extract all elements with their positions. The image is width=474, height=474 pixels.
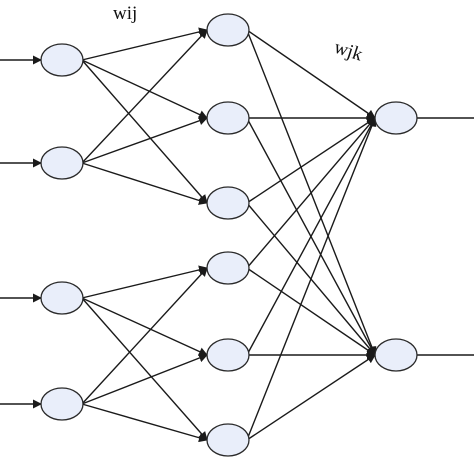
hidden-neuron-1 [206,13,250,47]
edge-h5-o1 [246,117,376,356]
edge-h1-o1 [246,29,376,119]
edge-i2-h3 [81,162,208,205]
edge-i3-h5 [81,297,208,356]
edge-i1-h3 [81,59,208,204]
edge-h6-o1 [246,117,377,441]
input-neuron-3 [40,281,84,315]
edge-h3-o1 [246,117,376,204]
input-neuron-4 [40,387,84,421]
input-neuron-2 [40,146,84,180]
neurons-layer [40,13,418,457]
edge-i4-h5 [81,353,208,405]
hidden-neuron-4 [206,251,250,285]
edge-h4-o2 [246,267,376,356]
input-neuron-1 [40,43,84,77]
edge-h4-o1 [246,117,376,269]
edge-i2-h1 [81,29,208,164]
hidden-neuron-2 [206,101,250,135]
edge-i2-h2 [81,116,208,164]
connections-layer [0,27,474,443]
edge-i4-h4 [81,267,208,405]
edge-i1-h1 [81,27,208,61]
hidden-neuron-5 [206,338,250,372]
hidden-neuron-6 [206,423,250,457]
edge-i3-h4 [81,265,208,299]
edge-i3-h6 [81,297,208,441]
hidden-neuron-3 [206,186,250,220]
output-neuron-2 [374,338,418,372]
weight-label-ij: wij [113,3,137,24]
weight-label-jk: wjk [331,37,365,66]
edge-h6-o2 [246,354,376,441]
edge-i4-h6 [81,403,208,443]
output-neuron-1 [374,101,418,135]
edge-i1-h2 [81,59,208,119]
